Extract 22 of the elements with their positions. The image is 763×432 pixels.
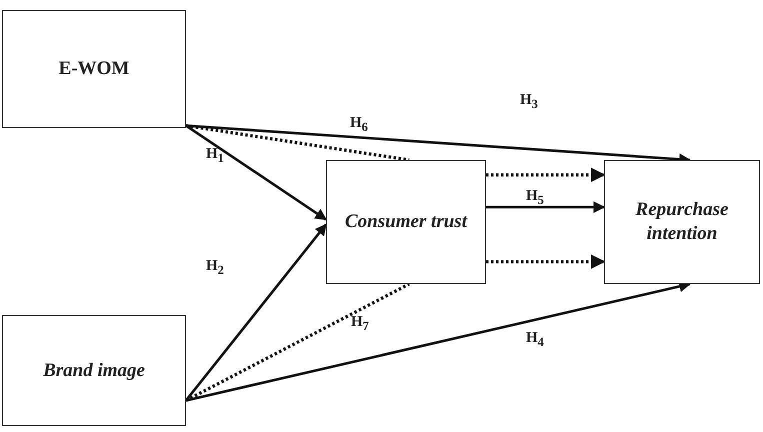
arrow xyxy=(486,201,606,213)
connector-line xyxy=(185,282,410,402)
edge-label: H$_{3}$ xyxy=(520,93,538,110)
node-label: Repurchase intention xyxy=(634,198,730,246)
arrow xyxy=(185,124,327,221)
concept-box xyxy=(326,160,486,284)
edge-label: H$_{6}$ xyxy=(350,116,368,134)
node-label: Brand image xyxy=(43,358,145,382)
edge-label: H$_{5}$ xyxy=(526,189,544,206)
node-label: Consumer trust xyxy=(345,210,467,234)
arrow xyxy=(486,168,606,182)
edge-label: H$_{7}$ xyxy=(351,315,369,332)
concept-box xyxy=(604,160,760,284)
edge-label: H$_{1}$ xyxy=(206,147,224,164)
arrow xyxy=(486,254,606,269)
edge-label: H$_{4}$ xyxy=(526,331,544,348)
connector-line xyxy=(186,124,410,162)
concept-box xyxy=(2,315,186,426)
arrow xyxy=(184,224,328,402)
edge-label: H$_{2}$ xyxy=(206,259,224,276)
concept-box xyxy=(2,10,186,128)
node-label: E-WOM xyxy=(58,57,130,81)
